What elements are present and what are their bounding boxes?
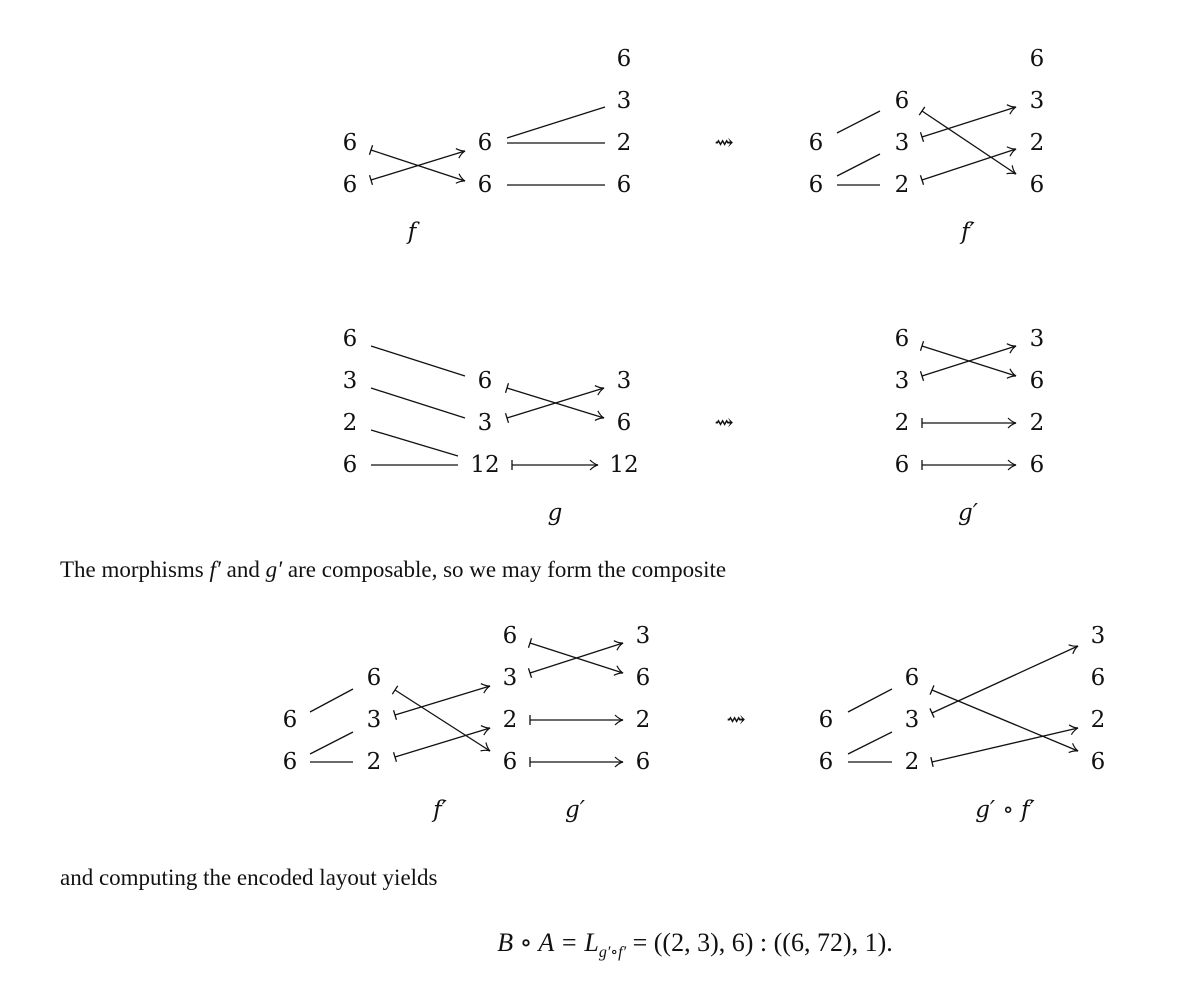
node: 2 (905, 749, 920, 775)
node: 6 (343, 130, 358, 156)
diagram-composable-pair: 6 6 6 3 2 6 3 2 6 3 6 2 6 f′ g′ (283, 623, 651, 823)
node: 6 (478, 130, 493, 156)
node: 6 (1091, 665, 1106, 691)
node: 6 (809, 130, 824, 156)
node: 6 (895, 452, 910, 478)
node: 6 (819, 707, 834, 733)
node: 6 (478, 368, 493, 394)
squiggle-arrow-icon: ⇝ (726, 707, 745, 733)
node: 6 (478, 172, 493, 198)
node: 3 (1030, 326, 1045, 352)
node: 6 (503, 749, 518, 775)
node: 3 (1030, 88, 1045, 114)
formula-rhs: = ((2, 3), 6) : ((6, 72), 1). (626, 928, 893, 957)
diagram-label: g′ ∘ f′ (975, 797, 1035, 823)
node: 3 (1091, 623, 1106, 649)
node: 3 (905, 707, 920, 733)
paragraph-composable: The morphisms f′ and g′ are composable, … (60, 557, 726, 583)
node: 6 (283, 707, 298, 733)
diagram-g-prime: 6 3 2 6 3 6 2 6 g′ (895, 326, 1045, 526)
node: 2 (343, 410, 358, 436)
node: 6 (1030, 368, 1045, 394)
node: 2 (895, 172, 910, 198)
text: and (220, 557, 266, 582)
node: 6 (895, 326, 910, 352)
node: 3 (503, 665, 518, 691)
node: 2 (895, 410, 910, 436)
node: 6 (1030, 452, 1045, 478)
node: 2 (636, 707, 651, 733)
diagram-label: g (548, 500, 563, 526)
node: 6 (905, 665, 920, 691)
squiggle-arrow-icon: ⇝ (714, 410, 733, 436)
node: 6 (367, 665, 382, 691)
node: 3 (636, 623, 651, 649)
node: 3 (895, 368, 910, 394)
math-g-prime: g′ (265, 557, 283, 582)
node: 6 (503, 623, 518, 649)
node: 3 (478, 410, 493, 436)
diagram-label: f′ (431, 797, 448, 823)
node: 6 (617, 46, 632, 72)
node: 6 (1030, 172, 1045, 198)
node: 3 (895, 130, 910, 156)
paragraph-computing: and computing the encoded layout yields (60, 865, 438, 890)
math-f-prime: f′ (209, 557, 221, 582)
node: 3 (367, 707, 382, 733)
node: 2 (1030, 410, 1045, 436)
diagram-label: f′ (959, 219, 976, 245)
node: 2 (367, 749, 382, 775)
node: 2 (503, 707, 518, 733)
node: 6 (809, 172, 824, 198)
node: 6 (343, 452, 358, 478)
node: 6 (819, 749, 834, 775)
node: 6 (617, 410, 632, 436)
text: are composable, so we may form the compo… (282, 557, 727, 582)
node: 12 (470, 452, 499, 478)
diagram-g: 6 3 2 6 6 3 12 3 6 12 g (343, 326, 639, 526)
node: 6 (1030, 46, 1045, 72)
node: 6 (636, 665, 651, 691)
display-formula: B ∘ A = Lg′∘f′ = ((2, 3), 6) : ((6, 72),… (0, 928, 1200, 962)
node: 6 (343, 326, 358, 352)
node: 6 (636, 749, 651, 775)
node: 6 (895, 88, 910, 114)
formula-subscript: g′∘f′ (598, 944, 627, 962)
diagram-composite: 6 6 6 3 2 3 6 2 6 g′ ∘ f′ (819, 623, 1106, 823)
node: 3 (343, 368, 358, 394)
squiggle-arrow-icon: ⇝ (714, 130, 733, 156)
text: The morphisms (60, 557, 210, 582)
node: 6 (343, 172, 358, 198)
node: 6 (1091, 749, 1106, 775)
formula-lhs: B ∘ A = L (497, 928, 599, 957)
node: 2 (617, 130, 632, 156)
diagram-label: g′ (958, 500, 979, 526)
node: 3 (617, 88, 632, 114)
diagram-label: g′ (565, 797, 586, 823)
node: 3 (617, 368, 632, 394)
node: 2 (1091, 707, 1106, 733)
node: 2 (1030, 130, 1045, 156)
node: 6 (617, 172, 632, 198)
node: 12 (609, 452, 638, 478)
diagram-f-prime: 6 6 6 3 2 6 3 2 6 f′ (809, 46, 1045, 245)
diagram-f: 6 6 6 6 6 3 2 6 f (343, 46, 632, 245)
node: 6 (283, 749, 298, 775)
diagram-label: f (406, 219, 420, 245)
